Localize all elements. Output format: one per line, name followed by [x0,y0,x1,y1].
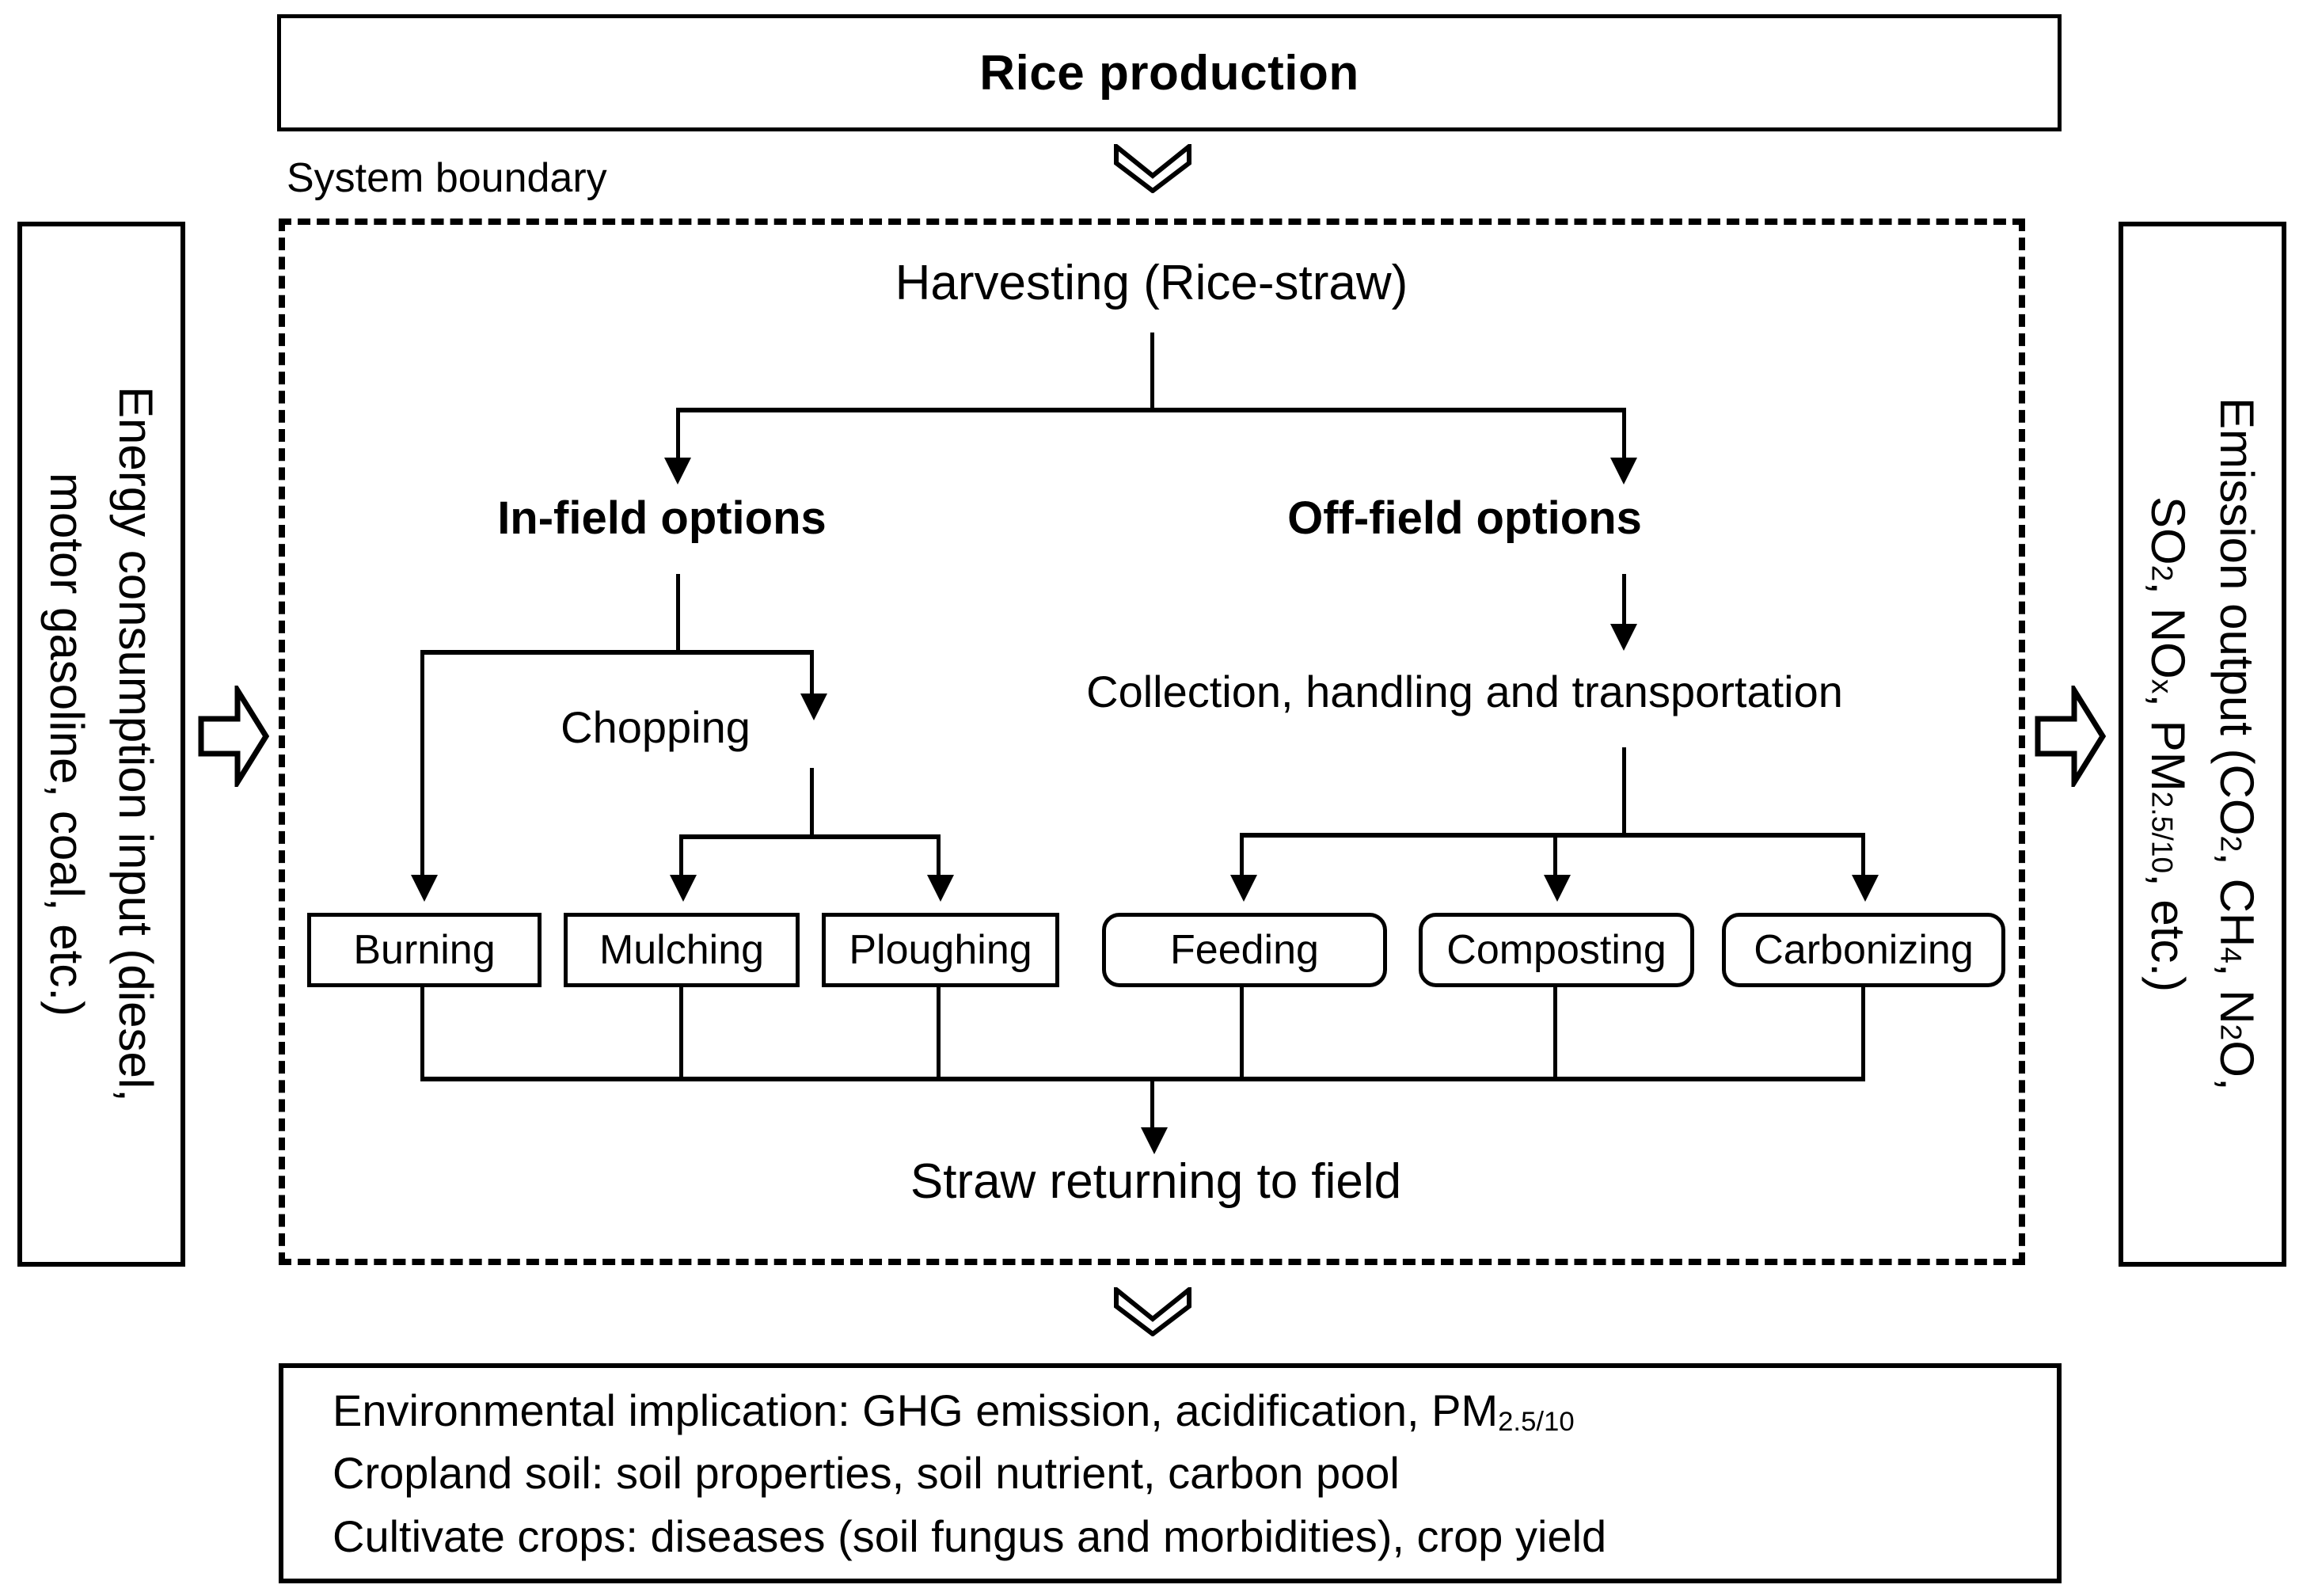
harvesting-label: Harvesting (Rice-straw) [895,256,1408,310]
off-field-options-heading: Off-field options [1287,492,1642,544]
connector-infield-bus [420,650,814,655]
in-field-options-heading: In-field options [497,492,827,544]
process-box-label: Carbonizing [1754,927,1974,973]
connector-carbonizing-down [1861,986,1865,1081]
arrow-down-icon [1544,875,1571,902]
energy-input-label: Energy consumption input (diesel, motor … [40,386,162,1102]
system-boundary-label: System boundary [287,155,607,201]
connector-infield-to-chopping [810,650,814,699]
arrow-down-icon [411,875,438,902]
process-box-label: Composting [1446,927,1666,973]
connector-composting-down [1553,986,1557,1081]
arrow-down-icon [927,875,954,902]
connector-mulching-down [679,986,683,1081]
connector-infield-stem [676,574,680,653]
process-box-label: Feeding [1170,927,1319,973]
implications-summary-box: Environmental implication: GHG emission,… [279,1363,2062,1583]
straw-returning-to-field-label: Straw returning to field [910,1154,1402,1209]
connector-chopping-bus [679,834,941,839]
connector-to-infield [676,408,680,463]
connector-chopping-to-mulching [679,834,683,879]
arrow-down-icon [670,875,697,902]
arrow-down-icon [1230,875,1257,902]
implications-summary-text: Environmental implication: GHG emission,… [333,1385,1607,1561]
page-title: Rice production [979,45,1359,101]
arrow-down-icon [1141,1127,1168,1154]
process-box-burning[interactable]: Burning [307,913,542,987]
rice-production-title-box: Rice production [277,14,2062,131]
arrow-down-icon [1610,458,1637,484]
connector-offfield-stem [1622,574,1626,629]
process-box-mulching[interactable]: Mulching [564,913,800,987]
connector-chopping-stem [810,768,814,838]
connector-to-offfield [1622,408,1626,463]
block-arrow-right-icon [198,686,269,787]
connector-to-straw-return [1150,1077,1154,1132]
process-box-label: Burning [353,927,496,973]
connector-harvesting-stem [1150,332,1154,410]
connector-collection-stem [1622,747,1626,836]
process-box-feeding[interactable]: Feeding [1102,913,1387,987]
process-box-carbonizing[interactable]: Carbonizing [1722,913,2005,987]
process-box-ploughing[interactable]: Ploughing [822,913,1059,987]
energy-input-box: Energy consumption input (diesel, motor … [17,222,185,1267]
arrow-down-icon [664,458,691,484]
system-boundary-frame [279,218,2025,1265]
connector-harvesting-bus [676,408,1626,412]
emission-output-box: Emission output (CO2, CH4, N2O,SO2, NOx,… [2119,222,2286,1267]
process-box-label: Mulching [599,927,765,973]
arrow-down-icon [1610,624,1637,651]
connector-chopping-to-ploughing [937,834,941,879]
chevron-down-icon [1114,144,1191,193]
connector-to-carbonizing [1861,833,1865,879]
connector-feeding-down [1240,986,1244,1081]
connector-to-feeding [1240,833,1244,879]
arrow-down-icon [1852,875,1879,902]
process-box-label: Ploughing [849,927,1032,973]
connector-ploughing-down [937,986,941,1081]
emission-output-label: Emission output (CO2, CH4, N2O,SO2, NOx,… [2141,397,2263,1091]
chevron-down-icon [1114,1287,1191,1336]
arrow-down-icon [800,694,827,720]
connector-collection-bus-bottom [420,1077,1865,1081]
connector-burning-down [420,986,424,1081]
connector-to-composting [1553,833,1557,879]
connector-infield-to-burning [420,650,424,880]
process-box-composting[interactable]: Composting [1419,913,1694,987]
connector-offfield-bus [1240,833,1865,838]
collection-handling-transportation-label: Collection, handling and transportation [1086,667,1843,716]
chopping-label: Chopping [561,702,751,752]
block-arrow-right-icon [2035,686,2106,787]
